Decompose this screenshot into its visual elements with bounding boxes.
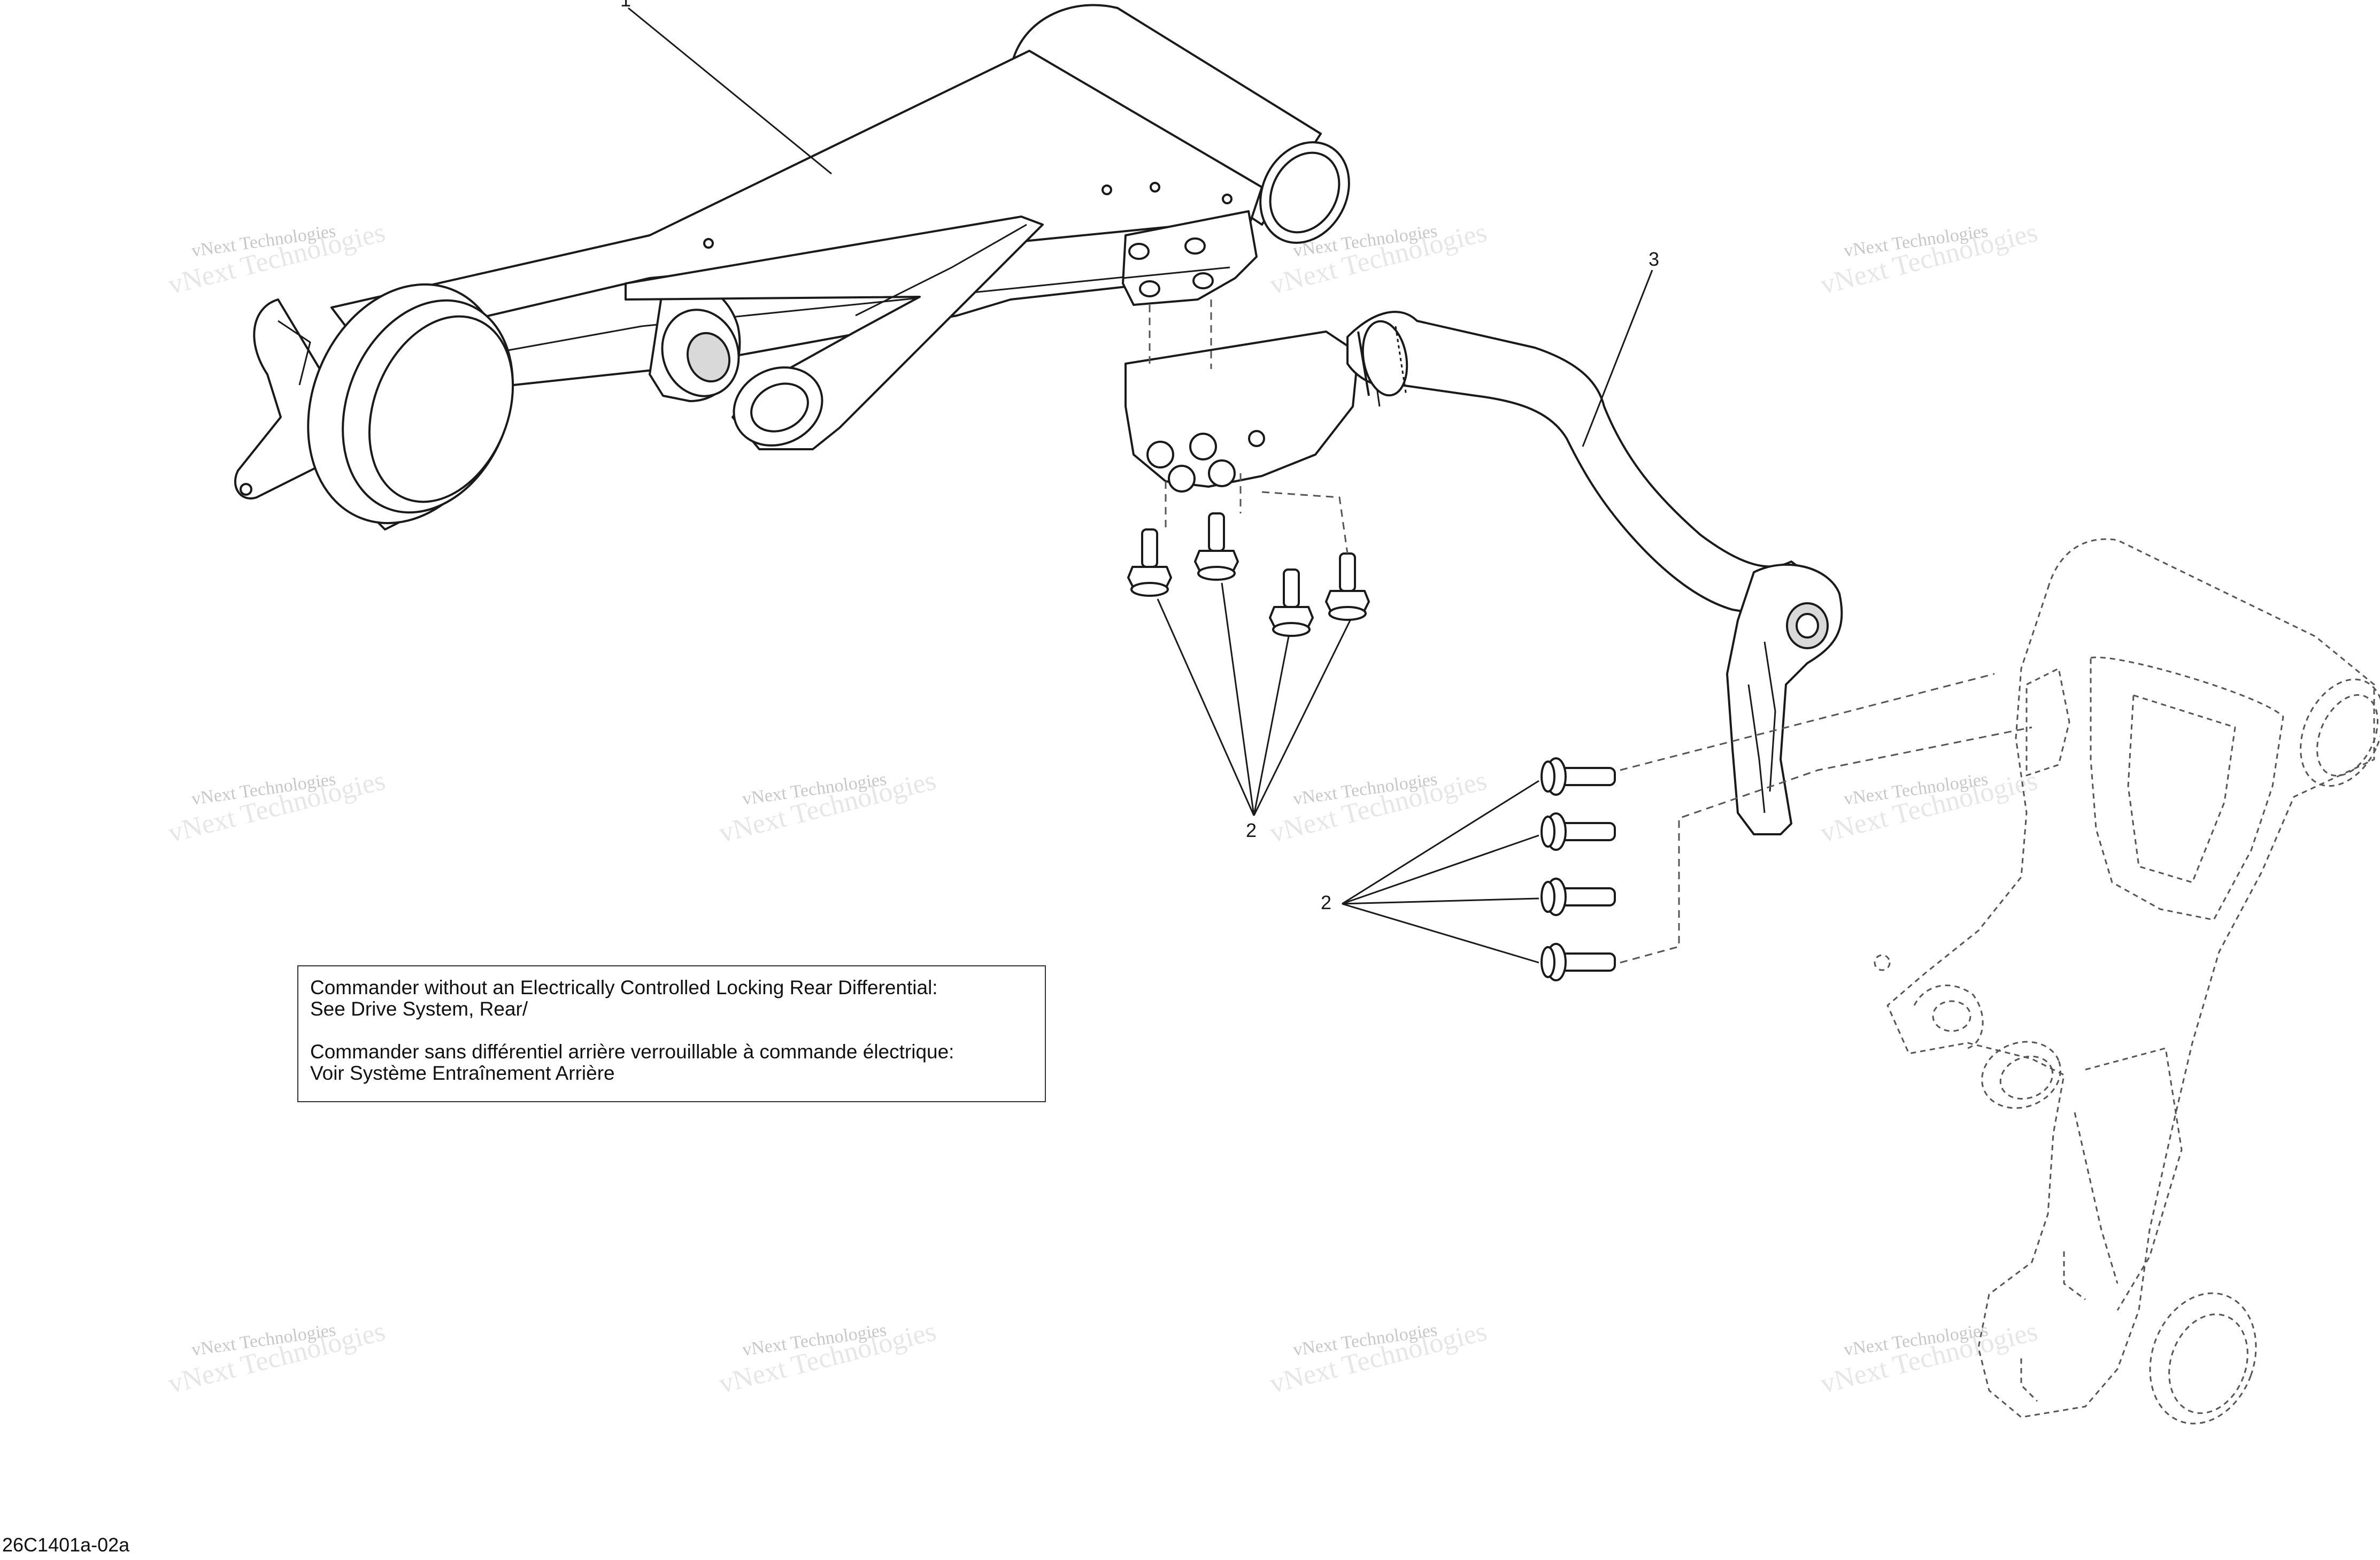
note-en-line2: See Drive System, Rear/ (310, 998, 528, 1020)
bolt (1541, 878, 1616, 916)
bolt (1541, 943, 1616, 981)
bolt (1541, 757, 1616, 796)
watermark: vNext Technologies vNext Technologies (716, 1316, 939, 1400)
watermark: vNext Technologies vNext Technologies (165, 1316, 388, 1400)
watermark: vNext Technologies vNext Technologies (1267, 1316, 1490, 1400)
reference-note: Commander without an Electrically Contro… (297, 965, 1046, 1102)
note-french: Commander sans différentiel arrière verr… (310, 1041, 1033, 1084)
bolt (1541, 812, 1616, 851)
watermark: vNext Technologies vNext Technologies (1267, 765, 1490, 849)
callout-3: 3 (1649, 248, 1659, 270)
bolt (1194, 512, 1239, 581)
part-2-bolts-upper (1127, 512, 1370, 637)
part-1-tube-arm (234, 4, 1350, 531)
callout-labels: 1 2 2 3 (620, 0, 1659, 913)
bolt (1127, 528, 1172, 597)
callout-2-lower: 2 (1321, 892, 1331, 913)
note-fr-line2: Voir Système Entraînement Arrière (310, 1062, 615, 1084)
watermark: vNext Technologies vNext Technologies (1817, 217, 2040, 301)
bolt (1325, 552, 1370, 621)
callout-2-upper: 2 (1246, 819, 1257, 841)
watermark: vNext Technologies vNext Technologies (716, 765, 939, 849)
note-fr-line1: Commander sans différentiel arrière verr… (310, 1041, 954, 1063)
note-english: Commander without an Electrically Contro… (310, 977, 1033, 1020)
part-2-bolts-lower (1541, 757, 1616, 981)
watermark: vNext Technologies vNext Technologies (165, 217, 388, 301)
part-3-lever (1124, 311, 1843, 835)
reference-frame-dashed (1874, 538, 2380, 1425)
callout-1: 1 (620, 0, 631, 11)
note-en-line1: Commander without an Electrically Contro… (310, 977, 938, 998)
diagram-code: 26C1401a-02a (2, 1534, 130, 1556)
watermark: vNext Technologies vNext Technologies (165, 765, 388, 849)
assembly-lines (1149, 299, 2032, 964)
leader-lines (628, 7, 1653, 964)
watermark: vNext Technologies vNext Technologies (1817, 765, 2040, 849)
watermark: vNext Technologies vNext Technologies (1817, 1316, 2040, 1400)
bolt (1269, 568, 1314, 637)
